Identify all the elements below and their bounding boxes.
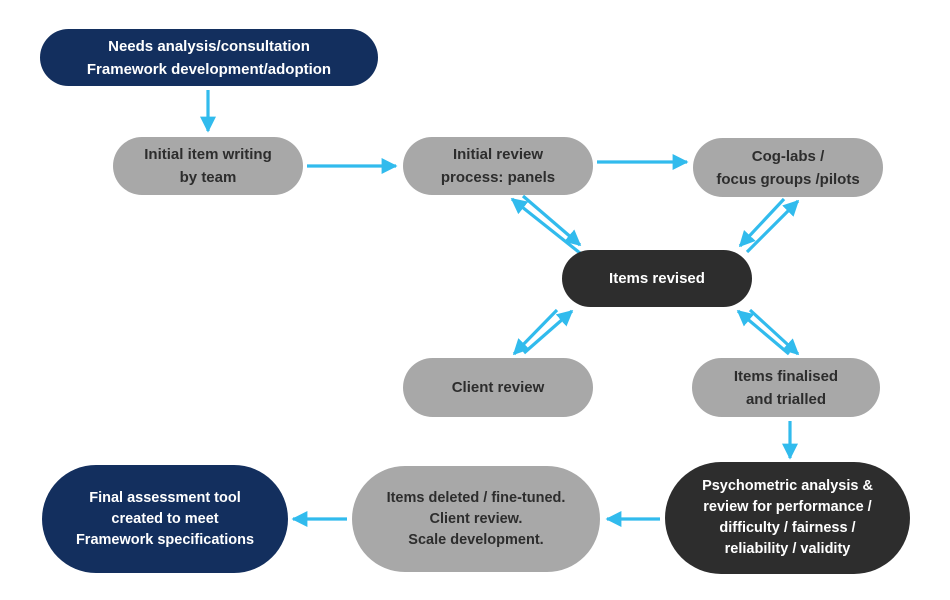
node-needs-analysis: Needs analysis/consultation Framework de… [40, 29, 378, 86]
arrow-revised-to-review [510, 197, 586, 259]
node-final-assessment-tool: Final assessment tool created to meet Fr… [42, 465, 288, 573]
node-items-finalised: Items finalised and trialled [692, 358, 880, 417]
arrow-review-to-revised [521, 194, 582, 247]
node-client-review: Client review [403, 358, 593, 417]
arrow-revised-to-client [512, 308, 559, 356]
arrow-finalised-to-revised [736, 309, 791, 356]
arrow-revised-to-coglabs [745, 199, 800, 254]
arrow-coglabs-to-revised [738, 197, 786, 248]
node-items-deleted: Items deleted / fine-tuned. Client revie… [352, 466, 600, 572]
arrow-client-to-revised [522, 309, 574, 355]
node-items-revised: Items revised [562, 250, 752, 307]
node-initial-item-writing: Initial item writing by team [113, 137, 303, 195]
arrow-revised-to-finalised [748, 308, 800, 356]
node-cog-labs: Cog-labs / focus groups /pilots [693, 138, 883, 197]
node-initial-review: Initial review process: panels [403, 137, 593, 195]
node-psychometric-analysis: Psychometric analysis & review for perfo… [665, 462, 910, 574]
